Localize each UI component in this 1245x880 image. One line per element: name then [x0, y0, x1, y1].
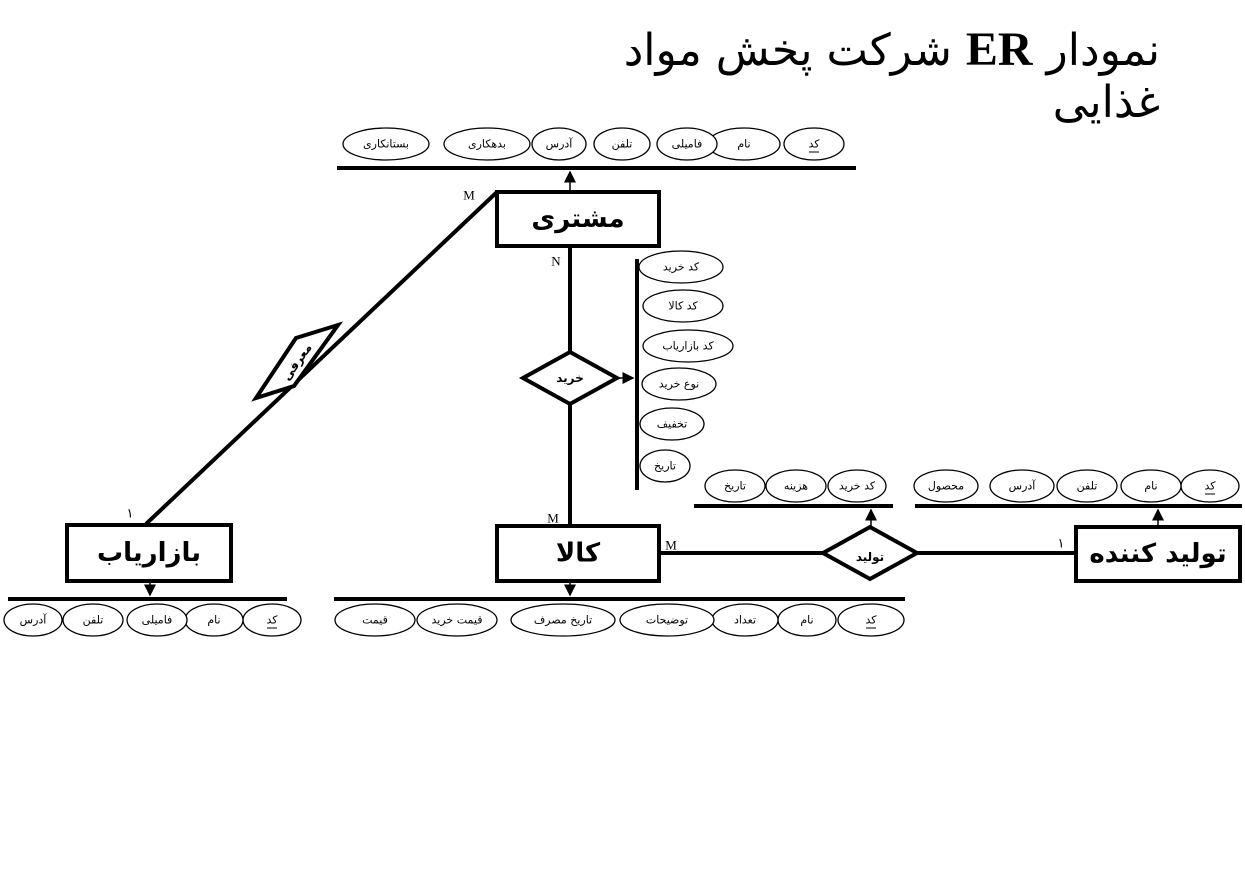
product-attr-label: نام [800, 614, 813, 627]
relationship-introduce-diamond[interactable] [251, 321, 344, 402]
purchase-attr-label: نوع خرید [659, 378, 700, 391]
marketer-attr[interactable] [62, 603, 124, 637]
product-attr[interactable] [619, 603, 715, 637]
entity-marketer-label: بازاریاب [97, 538, 201, 568]
relationship-purchase-label: خرید [556, 371, 584, 385]
entity-customer-label: مشتری [531, 204, 624, 234]
customer-attr[interactable] [443, 127, 531, 161]
purchase-attr[interactable] [639, 449, 691, 483]
customer-attr[interactable] [656, 127, 718, 161]
producer-attr[interactable] [913, 469, 979, 503]
product-attr-label: توضیحات [646, 614, 688, 627]
relationship-purchase-diamond[interactable] [518, 349, 622, 407]
customer-attr-label: تلفن [612, 138, 633, 151]
produce-attr-label: هزینه [784, 480, 808, 493]
entity-product-box[interactable] [495, 524, 661, 583]
produce-attr[interactable] [765, 469, 827, 503]
customer-attr-label: آدرس [546, 137, 574, 151]
entity-marketer-box[interactable] [65, 523, 233, 583]
marketer-attr-label: تلفن [83, 614, 104, 627]
title-er: ER [965, 23, 1033, 76]
purchase-attr-label: کد خرید [663, 261, 700, 274]
producer-attr-label: آدرس [1009, 479, 1037, 493]
cardinality-customer-purchase: N [551, 254, 561, 269]
cardinality-product-produce: M [665, 538, 677, 553]
produce-attr[interactable] [827, 469, 887, 503]
customer-attr[interactable] [531, 127, 587, 161]
purchase-attr[interactable] [641, 367, 717, 401]
purchase-attr[interactable] [638, 250, 724, 284]
relationship-produce-diamond[interactable] [818, 524, 922, 582]
entity-producer-label: تولید کننده [1089, 539, 1226, 569]
product-attr-label: تاریخ مصرف [534, 614, 592, 627]
product-attr-label: قیمت [362, 614, 388, 627]
producer-attr-label: تلفن [1077, 480, 1098, 493]
customer-attr-label: کد [808, 138, 820, 151]
producer-attr-label: محصول [928, 480, 964, 493]
line-customer-introduce [144, 190, 499, 526]
product-attr[interactable] [416, 603, 498, 637]
marketer-attr[interactable] [3, 603, 63, 637]
diagram-title: نمودار ER شرکت پخش مواد غذایی [560, 22, 1160, 128]
product-attr[interactable] [510, 603, 616, 637]
customer-attr-label: بدهکاری [468, 138, 506, 151]
product-attr-label: تعداد [734, 614, 756, 627]
purchase-attr-label: کد بازاریاب [662, 340, 714, 353]
product-attr-label: قیمت خرید [432, 614, 483, 627]
produce-attr-label: تاریخ [724, 480, 746, 493]
purchase-attr-label: کد کالا [668, 300, 698, 313]
marketer-attr[interactable] [126, 603, 188, 637]
purchase-attr-label: تاریخ [654, 460, 676, 473]
purchase-attr-label: تخفیف [657, 418, 687, 431]
purchase-attr[interactable] [642, 329, 734, 363]
cardinality-customer-introduce: M [463, 188, 475, 203]
customer-attr[interactable] [593, 127, 651, 161]
cardinality-marketer-introduce: ۱ [127, 506, 134, 521]
purchase-attr[interactable] [639, 407, 705, 441]
cardinality-product-purchase: M [547, 511, 559, 526]
marketer-attr-label: آدرس [20, 613, 48, 627]
producer-attr-label: نام [1144, 480, 1157, 493]
purchase-attr[interactable] [642, 289, 724, 323]
customer-attr-label: بستانکاری [363, 138, 409, 151]
relationship-produce-label: تولید [856, 550, 884, 565]
marketer-attr-label: نام [207, 614, 220, 627]
title-suffix: شرکت پخش مواد غذایی [623, 25, 1160, 128]
customer-attr[interactable] [783, 127, 845, 161]
producer-attr[interactable] [1120, 469, 1182, 503]
producer-attr[interactable] [989, 469, 1055, 503]
entity-customer-box[interactable] [495, 190, 661, 248]
entity-product-label: کالا [556, 539, 601, 569]
marketer-attr-label: فامیلی [142, 614, 173, 627]
producer-attr-label: کد [1204, 480, 1216, 493]
title-prefix: نمودار [1046, 25, 1160, 76]
product-attr-label: کد [865, 614, 877, 627]
marketer-attr-label: کد [266, 614, 278, 627]
producer-attr[interactable] [1056, 469, 1118, 503]
customer-attr-label: نام [737, 138, 750, 151]
entity-producer-box[interactable] [1074, 525, 1242, 583]
produce-attr-label: کد خرید [839, 480, 876, 493]
produce-attr[interactable] [704, 469, 766, 503]
cardinality-producer-produce: ۱ [1058, 536, 1065, 551]
customer-attr-label: فامیلی [672, 138, 703, 151]
product-attr[interactable] [334, 603, 416, 637]
product-attr[interactable] [837, 603, 905, 637]
customer-attr[interactable] [342, 127, 430, 161]
